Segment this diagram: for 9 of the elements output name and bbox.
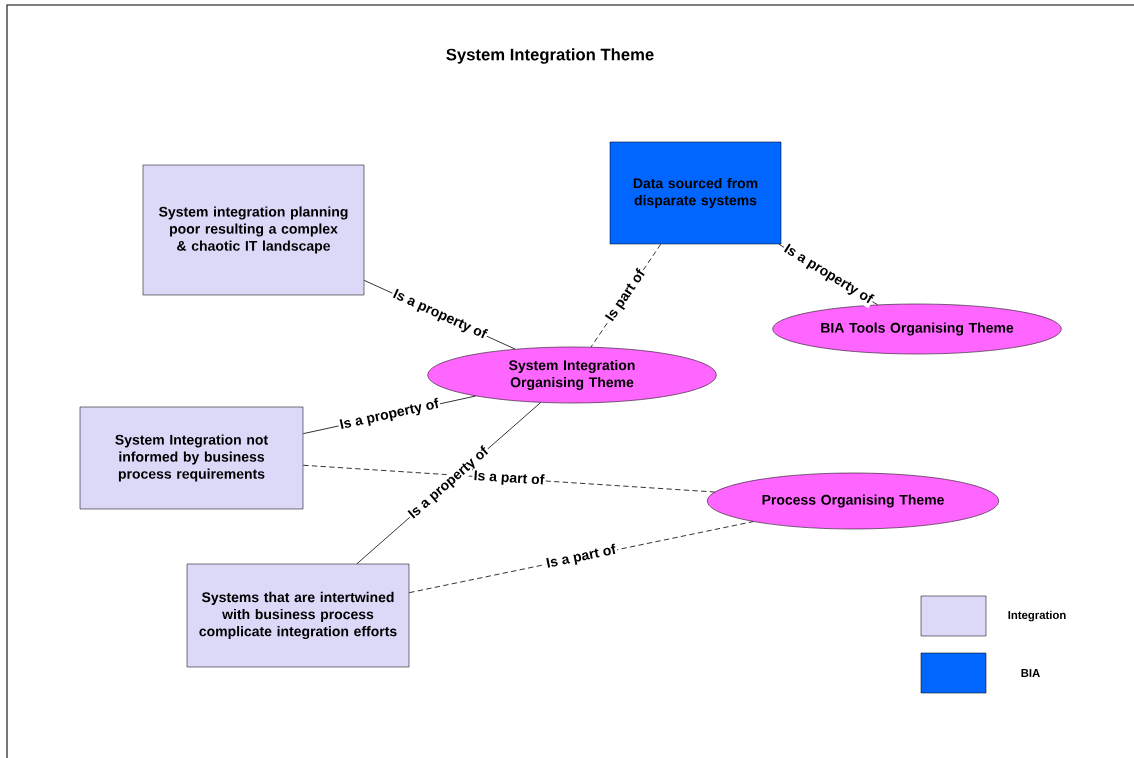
legend-label: Integration — [1008, 610, 1066, 622]
edge-label: Is a part of — [543, 542, 619, 573]
concept-box: System integration planning poor resulting a complex & chaotic IT landscape — [142, 164, 365, 296]
concept-box: Systems that are intertwined with business process complicate integration efforts — [186, 563, 410, 668]
concept-box: Data sourced from disparate systems — [609, 141, 782, 245]
title: System Integration Theme — [446, 48, 654, 64]
legend-label: BIA — [1021, 669, 1040, 677]
edge-label: Is a property of — [337, 396, 442, 434]
concept-box: System Integration not informed by business process requirements — [79, 406, 304, 510]
